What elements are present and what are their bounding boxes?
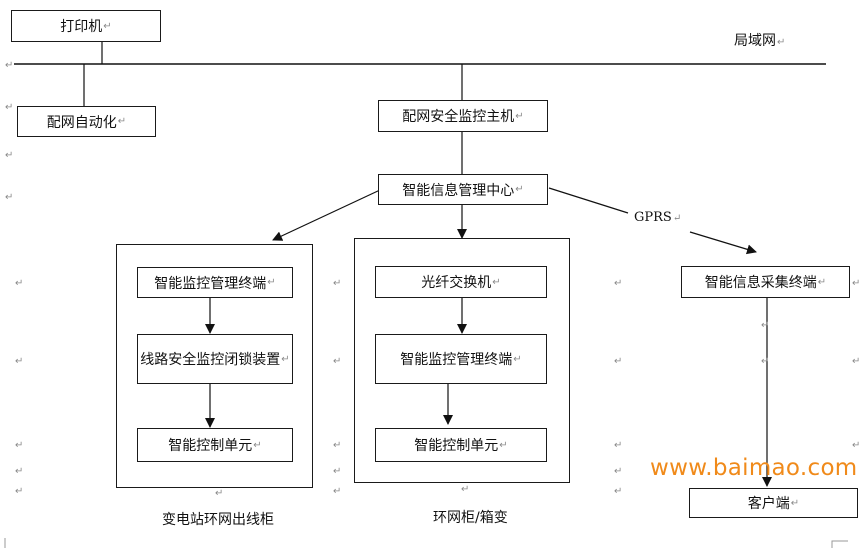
paragraph-mark: ↵ xyxy=(852,278,861,289)
paragraph-mark: ↵ xyxy=(614,440,623,451)
gprs-label: GPRS↵ xyxy=(634,210,682,225)
security-host-label: 配网安全监控主机 xyxy=(402,109,515,125)
gprs-link-line-1 xyxy=(548,187,629,214)
info-center-node: 智能信息管理中心↵ xyxy=(378,174,548,205)
line-lock-device-label: 线路安全监控闭锁装置 xyxy=(140,352,281,368)
paragraph-mark: ↵ xyxy=(333,278,342,289)
lan-label: 局域网↵ xyxy=(734,33,786,49)
paragraph-mark: ↵ xyxy=(5,192,14,203)
substation-control-unit-node: 智能控制单元↵ xyxy=(137,428,293,462)
collection-terminal-node: 智能信息采集终端↵ xyxy=(681,266,850,298)
paragraph-mark: ↵ xyxy=(333,466,342,477)
paragraph-mark: ↵ xyxy=(761,320,770,331)
paragraph-mark: ↵ xyxy=(333,486,342,497)
ring-control-unit-label: 智能控制单元 xyxy=(414,438,499,454)
watermark: www.baimao.com xyxy=(650,455,858,481)
collection-terminal-label: 智能信息采集终端 xyxy=(704,275,817,291)
paragraph-mark: ↵ xyxy=(852,440,861,451)
printer-label: 打印机 xyxy=(60,19,103,35)
paragraph-mark: ↵ xyxy=(333,440,342,451)
substation-cabinet-caption: 变电站环网出线柜 xyxy=(162,512,274,528)
substation-terminal-label: 智能监控管理终端 xyxy=(154,275,267,292)
substation-terminal-node: 智能监控管理终端↵ xyxy=(137,267,293,298)
paragraph-mark: ↵ xyxy=(852,356,861,367)
info-center-label: 智能信息管理中心 xyxy=(402,182,515,199)
printer-node: 打印机↵ xyxy=(11,10,161,42)
client-node: 客户端↵ xyxy=(689,488,858,518)
paragraph-mark: ↵ xyxy=(5,150,14,161)
paragraph-mark: ↵ xyxy=(614,356,623,367)
ring-main-unit-caption: 环网柜/箱变 xyxy=(433,510,508,526)
substation-control-unit-label: 智能控制单元 xyxy=(168,438,253,454)
page-corner-mark xyxy=(831,540,848,548)
paragraph-mark: ↵ xyxy=(15,278,24,289)
fiber-switch-node: 光纤交换机↵ xyxy=(375,266,547,298)
paragraph-mark: ↵ xyxy=(761,356,770,367)
paragraph-mark: ↵ xyxy=(614,486,623,497)
paragraph-mark: ↵ xyxy=(15,486,24,497)
gprs-link-line-2 xyxy=(689,231,757,255)
paragraph-mark: ↵ xyxy=(15,466,24,477)
paragraph-mark: ↵ xyxy=(333,356,342,367)
paragraph-mark: ↵ xyxy=(215,488,224,499)
paragraph-mark: ↵ xyxy=(15,356,24,367)
ring-terminal-node: 智能监控管理终端↵ xyxy=(375,334,547,384)
line-lock-device-node: 线路安全监控闭锁装置↵ xyxy=(137,334,293,384)
paragraph-mark: ↵ xyxy=(614,466,623,477)
client-label: 客户端 xyxy=(747,496,790,512)
arrow-to-substation xyxy=(272,189,381,241)
paragraph-mark: ↵ xyxy=(614,278,623,289)
ring-main-unit-frame xyxy=(354,238,570,483)
ring-control-unit-node: 智能控制单元↵ xyxy=(375,428,547,462)
fiber-switch-label: 光纤交换机 xyxy=(421,275,492,291)
ring-terminal-label: 智能监控管理终端 xyxy=(400,352,513,368)
security-host-node: 配网安全监控主机↵ xyxy=(378,100,548,132)
paragraph-mark: ↵ xyxy=(461,484,470,495)
substation-cabinet-frame xyxy=(116,244,313,488)
paragraph-mark: ↵ xyxy=(15,440,24,451)
paragraph-mark: ↵ xyxy=(5,102,14,113)
distribution-automation-node: 配网自动化↵ xyxy=(17,106,156,137)
paragraph-mark: ↵ xyxy=(5,60,14,71)
distribution-automation-label: 配网自动化 xyxy=(46,114,117,131)
